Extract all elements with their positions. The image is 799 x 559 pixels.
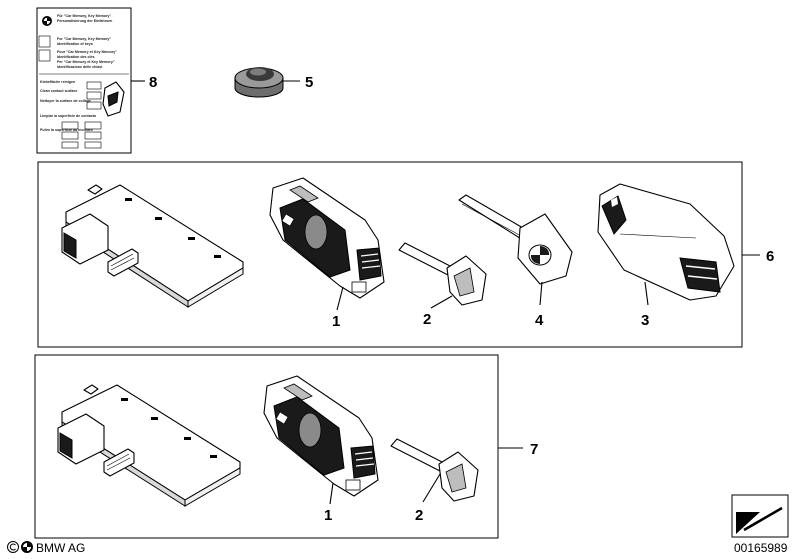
svg-text:1: 1: [332, 313, 340, 330]
copyright-icon: [7, 541, 19, 553]
callout-top-3: 3: [641, 281, 649, 329]
brand-name: BMW AG: [36, 541, 85, 555]
booklet-line: Per "Car Memory et Key Memory": [57, 60, 115, 64]
emergency-key-top: [398, 242, 487, 306]
callout-bottom-2: 2: [415, 473, 441, 524]
booklet-line: Klebefläche reinigen: [40, 80, 75, 84]
doc-number: 00165989: [734, 541, 788, 555]
callout-8: 8: [131, 74, 157, 91]
key-fob-top: [597, 183, 735, 301]
booklet-line: Pulire la superficie da incollare: [40, 128, 93, 132]
svg-text:2: 2: [415, 507, 423, 524]
arrow-icon: [731, 494, 789, 538]
booklet-line: Personalisierung der Einfahrsen: [57, 19, 112, 23]
booklet-line: Für "Car Memory, Key Memory": [57, 14, 111, 18]
booklet-line: Identification of keys: [57, 42, 93, 46]
callout-6: 6: [742, 248, 774, 265]
remote-key-top: [269, 177, 385, 299]
svg-text:4: 4: [535, 312, 544, 329]
emergency-key-bottom: [390, 438, 479, 502]
booklet-line: Identification des clés: [57, 55, 95, 59]
svg-text:5: 5: [305, 74, 313, 91]
instruction-booklet: Für "Car Memory, Key Memory" Personalisi…: [36, 7, 132, 154]
booklet-line: Nettoyer la surface de collage: [40, 99, 91, 103]
remote-key-bottom: [263, 375, 379, 497]
bmw-roundel-icon: [21, 541, 33, 553]
svg-text:2: 2: [423, 311, 431, 328]
svg-text:7: 7: [530, 441, 538, 458]
callout-bottom-1: 1: [324, 482, 334, 524]
key-bmw-logo-icon: [528, 244, 552, 266]
key-blade-top: [458, 194, 573, 285]
booklet-bmw-logo-icon: [42, 16, 52, 26]
button-cell-battery: [234, 67, 284, 98]
callout-5: 5: [283, 74, 313, 91]
svg-text:8: 8: [149, 74, 157, 91]
kit-frame-bottom: [34, 354, 499, 539]
callout-top-2: 2: [423, 295, 453, 328]
booklet-line: Limpiar la superficie de contacto: [40, 114, 97, 118]
callout-top-1: 1: [332, 286, 344, 330]
booklet-line: Pour "Car Memory et Key Memory": [57, 50, 117, 54]
control-module-top: [61, 184, 244, 308]
callout-7: 7: [498, 441, 538, 458]
control-module-bottom: [57, 384, 241, 507]
svg-text:1: 1: [324, 507, 332, 524]
svg-text:6: 6: [766, 248, 774, 265]
booklet-line: For "Car Memory, Key Memory": [57, 37, 111, 41]
booklet-line: Identificazione delle chiavi: [57, 65, 102, 69]
booklet-line: Clean contact surface: [40, 89, 77, 93]
callout-top-4: 4: [535, 281, 544, 329]
svg-text:3: 3: [641, 312, 649, 329]
